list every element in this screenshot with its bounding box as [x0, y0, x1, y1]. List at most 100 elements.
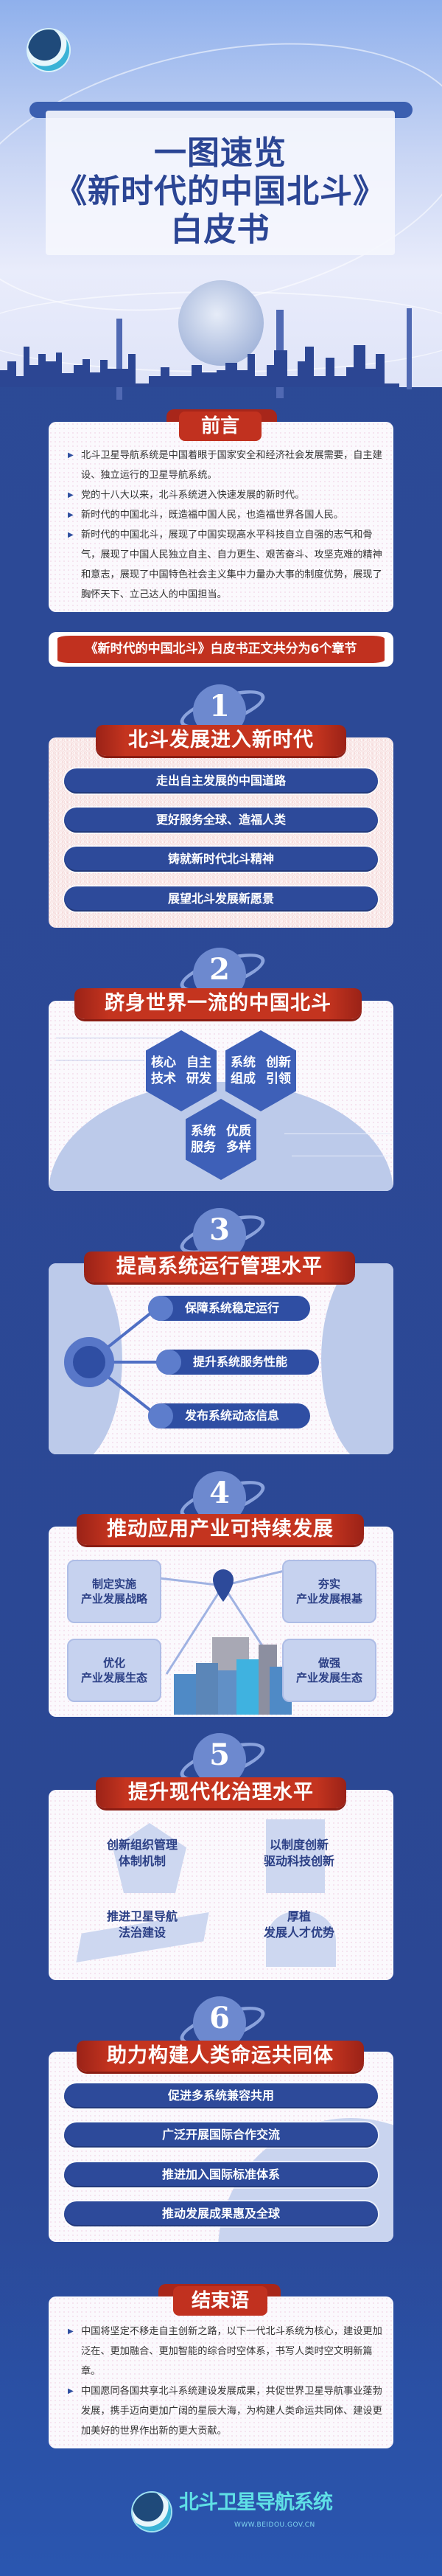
chapters-banner-text: 《新时代的中国北斗》白皮书正文共分为6个章节 [57, 636, 385, 663]
chapter-4-item: 做强产业发展生态 [282, 1639, 376, 1702]
hex-line: 系统服务 [191, 1124, 216, 1155]
chapter-3-item: 发布系统动态信息 [148, 1403, 310, 1428]
chapter-title: 北斗发展进入新时代 [96, 725, 346, 756]
dot-icon [148, 1403, 173, 1428]
closing-title: 结束语 [173, 2286, 267, 2316]
chapter-title: 助力构建人类命运共同体 [77, 2041, 364, 2072]
item-text: 提升系统服务性能 [193, 1355, 288, 1369]
location-pin-icon [213, 1569, 234, 1602]
beidou-logo-icon [133, 2493, 171, 2531]
chapter-number: 4 [209, 1476, 230, 1510]
preface-item: ▶ 新时代的中国北斗，既造福中国人民，也造福世界各国人民。 [57, 505, 387, 525]
closing-item: ▶ 中国将坚定不移走自主创新之路，以下一代北斗系统为核心，建设更加泛在、更加融合、… [57, 2322, 387, 2381]
title-line-2: 《新时代的中国北斗》 [55, 173, 386, 210]
footer-logo-text: 北斗卫星导航系统 [179, 2491, 333, 2514]
preface-item: ▶北斗卫星导航系统是中国着眼于国家安全和经济社会发展需要，自主建设、独立运行的卫… [57, 445, 387, 485]
hero-banner: 一图速览 《新时代的中国北斗》 白皮书 [0, 0, 442, 400]
item-line: 创新组织管理 [106, 1838, 178, 1852]
chapter-number: 1 [209, 689, 230, 723]
item-line: 厚植 [287, 1909, 311, 1923]
chapter-title: 提高系统运行管理水平 [84, 1251, 355, 1282]
chapter-number: 3 [209, 1212, 230, 1247]
preface-title: 前言 [179, 412, 262, 441]
backdrop-shape [321, 1263, 393, 1454]
hex-line: 自主研发 [186, 1055, 211, 1086]
closing-item: ▶ 中国愿同各国共享北斗系统建设发展成果，共促世界卫星导航事业蓬勃发展，携手迈向更… [57, 2381, 387, 2441]
chapter-number: 6 [209, 2001, 230, 2035]
chapter-5-item: 厚植发展人才优势 [244, 1909, 354, 1941]
chapter-6-item: 推动发展成果惠及全球 [64, 2201, 378, 2226]
chapter-title: 推动应用产业可持续发展 [77, 1514, 364, 1545]
preface-item: ▶党的十八大以来，北斗系统进入快速发展的新时代。 [57, 485, 387, 505]
city-illustration [158, 1569, 292, 1715]
item-line: 驱动科技创新 [263, 1854, 334, 1868]
chapter-title: 提升现代化治理水平 [96, 1777, 346, 1808]
triangle-bullet-icon: ▶ [68, 531, 74, 539]
city-skyline [0, 345, 399, 387]
title-line-3: 白皮书 [170, 211, 270, 249]
closing-card: ▶ 中国将坚定不移走自主创新之路，以下一代北斗系统为核心，建设更加泛在、更加融合、… [49, 2296, 393, 2448]
footer-url[interactable]: WWW.BEIDOU.GOV.CN [234, 2521, 315, 2529]
title-card: 一图速览 《新时代的中国北斗》 白皮书 [46, 111, 395, 255]
circuit-line [284, 1133, 393, 1134]
item-line: 优化 [102, 1656, 125, 1670]
triangle-bullet-icon: ▶ [68, 491, 74, 499]
satellite-icon [407, 308, 412, 389]
chapter-1-item: 展望北斗发展新愿景 [64, 886, 378, 912]
preface-item-text: 新时代的中国北斗，展现了中国实现高水平科技自立自强的志气和骨气，展现了中国人民独… [81, 530, 382, 600]
chapter-4-item: 优化产业发展生态 [67, 1639, 161, 1702]
hub-circle-icon [64, 1337, 114, 1387]
hex-line: 核心技术 [151, 1055, 176, 1086]
item-text: 保障系统稳定运行 [185, 1301, 280, 1315]
item-line: 以制度创新 [269, 1838, 329, 1852]
closing-item-text: 中国将坚定不移走自主创新之路，以下一代北斗系统为核心，建设更加泛在、更加融合、更… [81, 2326, 382, 2377]
chapter-3-item: 保障系统稳定运行 [148, 1296, 310, 1321]
chapter-number: 5 [209, 1737, 230, 1772]
chapter-6-item: 推进加入国际标准体系 [64, 2162, 378, 2187]
item-line: 产业发展生态 [80, 1671, 147, 1684]
preface-card: ▶北斗卫星导航系统是中国着眼于国家安全和经济社会发展需要，自主建设、独立运行的卫… [49, 422, 393, 612]
closing-list: ▶ 中国将坚定不移走自主创新之路，以下一代北斗系统为核心，建设更加泛在、更加融合、… [57, 2322, 387, 2441]
triangle-bullet-icon: ▶ [68, 511, 74, 519]
chapter-4-item: 夯实产业发展根基 [282, 1560, 376, 1623]
dot-icon [148, 1296, 173, 1321]
triangle-bullet-icon: ▶ [68, 2327, 74, 2336]
title-line-1: 一图速览 [154, 134, 287, 172]
chapters-banner: 《新时代的中国北斗》白皮书正文共分为6个章节 [49, 632, 393, 667]
preface-list: ▶北斗卫星导航系统是中国着眼于国家安全和经济社会发展需要，自主建设、独立运行的卫… [57, 445, 387, 605]
preface-item: ▶ 新时代的中国北斗，展现了中国实现高水平科技自立自强的志气和骨气，展现了中国人民… [57, 525, 387, 605]
chapter-3-item: 提升系统服务性能 [156, 1350, 319, 1375]
chapter-1-item: 铸就新时代北斗精神 [64, 847, 378, 872]
item-line: 产业发展战略 [80, 1592, 147, 1605]
item-line: 体制机制 [118, 1854, 166, 1868]
closing-item-text: 中国愿同各国共享北斗系统建设发展成果，共促世界卫星导航事业蓬勃发展，携手迈向更加… [81, 2386, 382, 2437]
hex-line: 优质多样 [226, 1124, 251, 1155]
chapter-1-item: 走出自主发展的中国道路 [64, 768, 378, 794]
chapter-4-item: 制定实施产业发展战略 [67, 1560, 161, 1623]
item-text: 发布系统动态信息 [185, 1409, 280, 1423]
preface-item-text: 新时代的中国北斗，既造福中国人民，也造福世界各国人民。 [81, 510, 344, 521]
chapter-5-card [49, 1790, 393, 1980]
triangle-bullet-icon: ▶ [68, 451, 74, 459]
puzzle-icon [266, 1819, 325, 1893]
chapter-number: 2 [209, 952, 230, 987]
beidou-logo-icon [28, 29, 69, 71]
item-line: 产业发展根基 [295, 1592, 362, 1605]
item-line: 发展人才优势 [263, 1926, 334, 1940]
item-line: 产业发展生态 [295, 1671, 362, 1684]
item-line: 推进卫星导航 [106, 1909, 178, 1923]
chapter-5-item: 推进卫星导航法治建设 [87, 1909, 197, 1941]
earth-globe-icon [178, 280, 264, 366]
chapter-6-item: 广泛开展国际合作交流 [64, 2122, 378, 2148]
satellite-icon [116, 319, 122, 400]
item-line: 做强 [318, 1656, 340, 1670]
hex-line: 系统组成 [231, 1055, 256, 1086]
item-line: 制定实施 [91, 1577, 136, 1591]
chapter-5-item: 创新组织管理体制机制 [87, 1837, 197, 1869]
dot-icon [156, 1350, 181, 1375]
hexagon-item: 系统服务优质多样 [186, 1099, 256, 1180]
item-line: 法治建设 [118, 1926, 166, 1940]
people-icon [266, 1912, 336, 1967]
triangle-bullet-icon: ▶ [68, 2387, 74, 2395]
chapter-6-item: 促进多系统兼容共用 [64, 2083, 378, 2108]
